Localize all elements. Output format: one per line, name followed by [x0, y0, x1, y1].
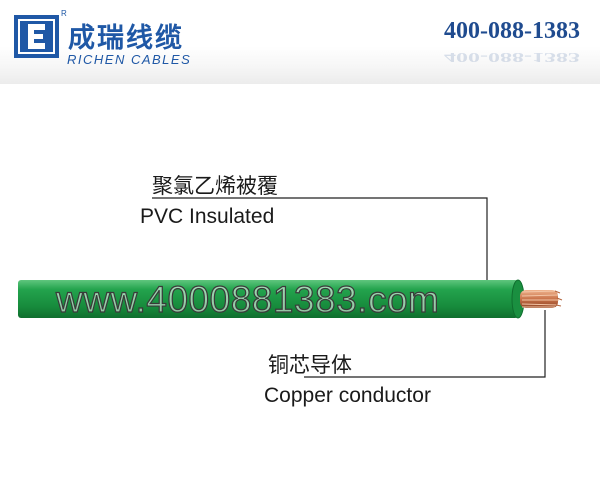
brand-name-cn: 成瑞线缆	[68, 23, 184, 54]
insulation-label-cn: 聚氯乙烯被覆	[152, 174, 278, 198]
conductor-leader-line	[304, 310, 546, 378]
copper-conductor	[520, 290, 563, 308]
pvc-insulation	[18, 280, 518, 318]
hotline-phone: 400-088-1383	[444, 18, 580, 44]
conductor-label-cn: 铜芯导体	[268, 353, 352, 377]
website-watermark: www.4000881383.com	[55, 278, 440, 320]
insulation-leader-line	[152, 197, 488, 292]
brand-name-en: RICHEN CABLES	[67, 52, 192, 67]
header: R 成瑞线缆 RICHEN CABLES 400-088-1383 400-08…	[0, 0, 600, 84]
insulation-label-en: PVC Insulated	[140, 205, 275, 228]
registered-mark: R	[61, 9, 67, 18]
conductor-label-en: Copper conductor	[264, 384, 431, 407]
letter-e-logo-icon	[14, 15, 59, 58]
